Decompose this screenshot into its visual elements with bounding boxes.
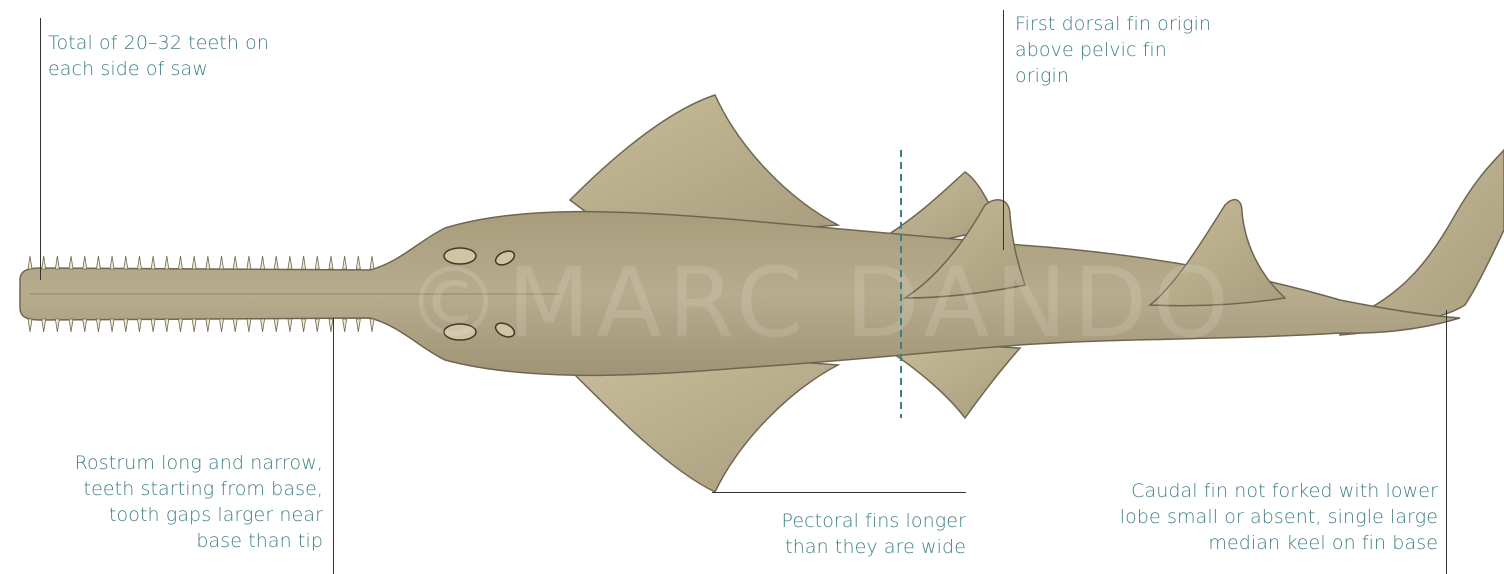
annotation-line: Pectoral fins longer [781,508,966,534]
tooth [329,256,333,269]
tooth [343,256,347,269]
tooth [69,256,73,269]
tooth [110,319,114,332]
annotation-line: above pelvic fin [1015,37,1211,63]
tooth [274,319,278,332]
tooth [137,319,141,332]
watermark: ©MARC DANDO [405,247,1234,359]
annotation-line: lobe small or absent, single large [1120,504,1438,530]
tooth [151,319,155,332]
tooth [356,319,360,332]
pectoral-fin-lower [570,360,838,492]
annotation-dorsal: First dorsal fin origin above pelvic fin… [1015,11,1211,89]
tooth [96,256,100,269]
leader-pectoral [712,492,966,493]
tooth [220,256,224,269]
tooth [28,256,32,269]
tooth [247,256,251,269]
annotation-line: median keel on fin base [1120,530,1438,556]
tooth [42,319,46,332]
annotation-line: base than tip [75,528,323,554]
tooth [192,256,196,269]
tooth [110,256,114,269]
annotation-line: First dorsal fin origin [1015,11,1211,37]
annotation-rostrum: Rostrum long and narrow, teeth starting … [75,450,323,554]
tooth [315,256,319,269]
tooth [165,319,169,332]
tooth [356,256,360,269]
tooth [274,256,278,269]
tooth [288,319,292,332]
annotation-line: Rostrum long and narrow, [75,450,323,476]
tooth [261,319,265,332]
tooth [55,319,59,332]
tooth [247,319,251,332]
annotation-teeth: Total of 20–32 teeth on each side of saw [48,30,269,82]
tooth [233,319,237,332]
tooth [206,319,210,332]
tooth [124,319,128,332]
tooth [137,256,141,269]
tooth [83,319,87,332]
tooth [55,256,59,269]
leader-caudal [1446,310,1447,574]
tooth [124,256,128,269]
annotation-line: than they are wide [781,534,966,560]
tooth [28,319,32,332]
tooth [302,256,306,269]
annotation-line: each side of saw [48,56,269,82]
annotation-line: origin [1015,63,1211,89]
tooth [370,319,374,332]
tooth [315,319,319,332]
tooth [178,256,182,269]
annotation-pectoral: Pectoral fins longer than they are wide [781,508,966,560]
tooth [178,319,182,332]
tooth [96,319,100,332]
annotation-caudal: Caudal fin not forked with lower lobe sm… [1120,478,1438,556]
tooth [151,256,155,269]
leader-teeth [40,18,41,280]
leader-rostrum [333,318,334,574]
tooth [220,319,224,332]
annotation-line: teeth starting from base, [75,476,323,502]
tooth [206,256,210,269]
tooth [83,256,87,269]
annotation-line: Caudal fin not forked with lower [1120,478,1438,504]
annotation-line: Total of 20–32 teeth on [48,30,269,56]
tooth [42,256,46,269]
tooth [69,319,73,332]
tooth [261,256,265,269]
tooth [288,256,292,269]
tooth [302,319,306,332]
leader-dorsal [1003,10,1004,250]
tooth [165,256,169,269]
annotation-line: tooth gaps larger near [75,502,323,528]
tooth [192,319,196,332]
tooth [343,319,347,332]
tooth [370,256,374,269]
tooth [233,256,237,269]
